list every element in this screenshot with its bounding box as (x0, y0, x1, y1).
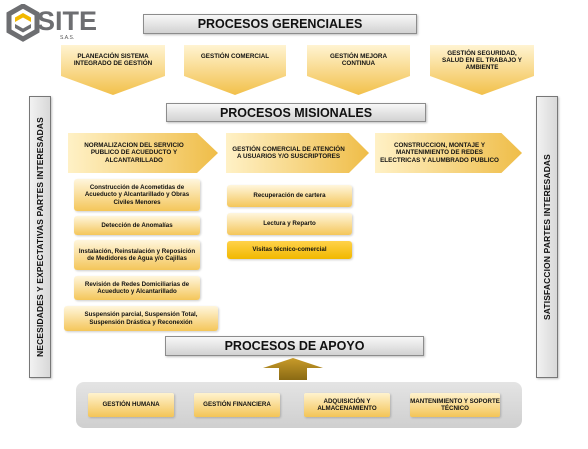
support-process-mantenimiento: MANTENIMIENTO Y SOPORTE TÉCNICO (410, 393, 500, 417)
support-process-financiera: GESTIÓN FINANCIERA (194, 393, 280, 417)
misionales-header: PROCESOS MISIONALES (166, 103, 426, 122)
apoyo-header: PROCESOS DE APOYO (165, 336, 424, 356)
subprocess-acometidas: Construcción de Acometidas de Acueducto … (74, 179, 200, 211)
subprocess-medidores: Instalación, Reinstalación y Reposición … (74, 240, 200, 270)
misional-process-acueducto: NORMALIZACION DEL SERVICIO PUBLICO DE AC… (68, 133, 218, 173)
gerencial-process-mejora: GESTIÓN MEJORA CONTINUA (307, 45, 410, 95)
logo-hexagon-icon (6, 4, 40, 42)
misional-process-comercial: GESTIÓN COMERCIAL DE ATENCIÓN A USUARIOS… (226, 133, 369, 173)
subprocess-anomalias: Detección de Anomalías (74, 216, 200, 235)
support-process-humana: GESTIÓN HUMANA (88, 393, 174, 417)
subprocess-visitas: Visitas técnico-comercial (227, 241, 352, 259)
logo-wordmark: SITE (37, 6, 98, 36)
gerenciales-header: PROCESOS GERENCIALES (143, 14, 417, 34)
side-label-satisfaccion: SATISFACCION PARTES INTERESADAS (536, 96, 558, 378)
side-label-necesidades-text: NECESIDADES Y EXPECTATIVAS PARTES INTERE… (35, 117, 45, 357)
subprocess-suspension: Suspensión parcial, Suspensión Total, Su… (64, 306, 218, 331)
arrow-up-icon (263, 358, 323, 380)
subprocess-revision-redes: Revisión de Redes Domiciliarias de Acued… (74, 276, 200, 300)
support-process-adquisicion: ADQUISICIÓN Y ALMACENAMIENTO (304, 393, 390, 417)
side-label-necesidades: NECESIDADES Y EXPECTATIVAS PARTES INTERE… (29, 96, 51, 378)
company-logo: SITE S.A.S. (6, 4, 97, 42)
gerencial-process-sst: GESTIÓN SEGURIDAD, SALUD EN EL TRABAJO Y… (430, 45, 534, 95)
subprocess-lectura: Lectura y Reparto (227, 213, 352, 235)
gerencial-process-comercial: GESTIÓN COMERCIAL (184, 45, 286, 95)
gerencial-process-planeacion: PLANEACIÓN SISTEMA INTEGRADO DE GESTIÓN (61, 45, 165, 95)
misional-process-redes: CONSTRUCCION, MONTAJE Y MANTENIMIENTO DE… (375, 133, 522, 173)
subprocess-cartera: Recuperación de cartera (227, 185, 352, 207)
side-label-satisfaccion-text: SATISFACCION PARTES INTERESADAS (542, 154, 552, 320)
logo-subtext: S.A.S. (60, 35, 75, 41)
